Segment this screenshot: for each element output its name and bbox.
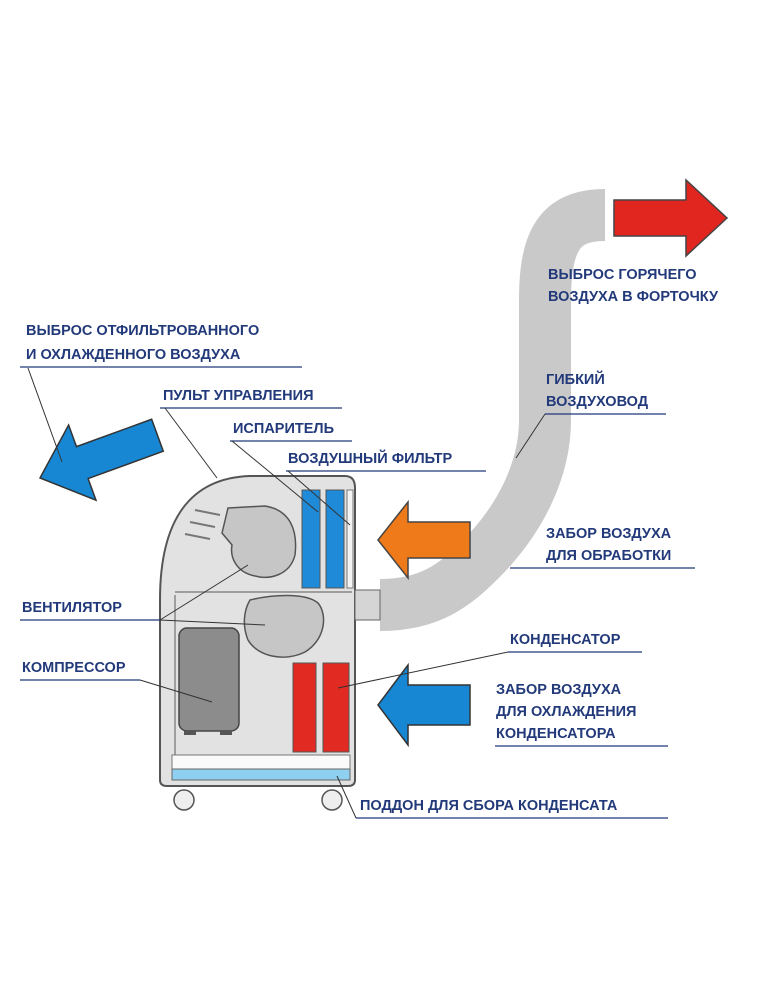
label-intake-processing-2: ДЛЯ ОБРАБОТКИ [546,548,671,564]
label-compressor: КОМПРЕССОР [22,660,126,676]
label-underlines [20,366,695,819]
label-hot-exhaust-1: ВЫБРОС ГОРЯЧЕГО [548,267,697,283]
upper-fan [221,505,297,578]
label-fan: ВЕНТИЛЯТОР [22,600,122,616]
wheel [173,789,195,811]
label-intake-condenser-3: КОНДЕНСАТОРА [496,726,616,742]
label-hot-exhaust-2: ВОЗДУХА В ФОРТОЧКУ [548,289,719,305]
condenser [292,662,317,753]
air-conditioner-unit [159,475,381,811]
label-evaporator: ИСПАРИТЕЛЬ [233,421,334,437]
label-cold-exhaust-2: И ОХЛАЖДЕННОГО ВОЗДУХА [26,347,241,363]
label-air-filter: ВОЗДУШНЫЙ ФИЛЬТР [288,449,452,467]
compressor [178,627,240,732]
wheel [321,789,343,811]
label-cold-exhaust-1: ВЫБРОС ОТФИЛЬТРОВАННОГО [26,323,259,339]
label-flexible-duct-1: ГИБКИЙ [546,370,605,388]
flexible-duct [379,189,607,631]
label-intake-condenser-1: ЗАБОР ВОЗДУХА [496,682,622,698]
label-condensate-tray: ПОДДОН ДЛЯ СБОРА КОНДЕНСАТА [360,798,618,814]
leader-lines [27,367,546,819]
evaporator [301,489,321,589]
louvers [184,509,221,540]
lower-fan [243,594,325,658]
hot-air-arrow [613,178,729,258]
label-intake-condenser-2: ДЛЯ ОХЛАЖДЕНИЯ [496,704,636,720]
intake-air-arrow [377,499,471,581]
air-filter [346,489,354,589]
cold-air-arrow [38,418,165,502]
condenser-intake-arrow [377,662,471,748]
label-control-panel: ПУЛЬТ УПРАВЛЕНИЯ [163,388,314,404]
label-intake-processing-1: ЗАБОР ВОЗДУХА [546,526,672,542]
label-flexible-duct-2: ВОЗДУХОВОД [546,394,649,410]
label-condenser: КОНДЕНСАТОР [510,632,621,648]
condensate-tray [171,768,351,781]
